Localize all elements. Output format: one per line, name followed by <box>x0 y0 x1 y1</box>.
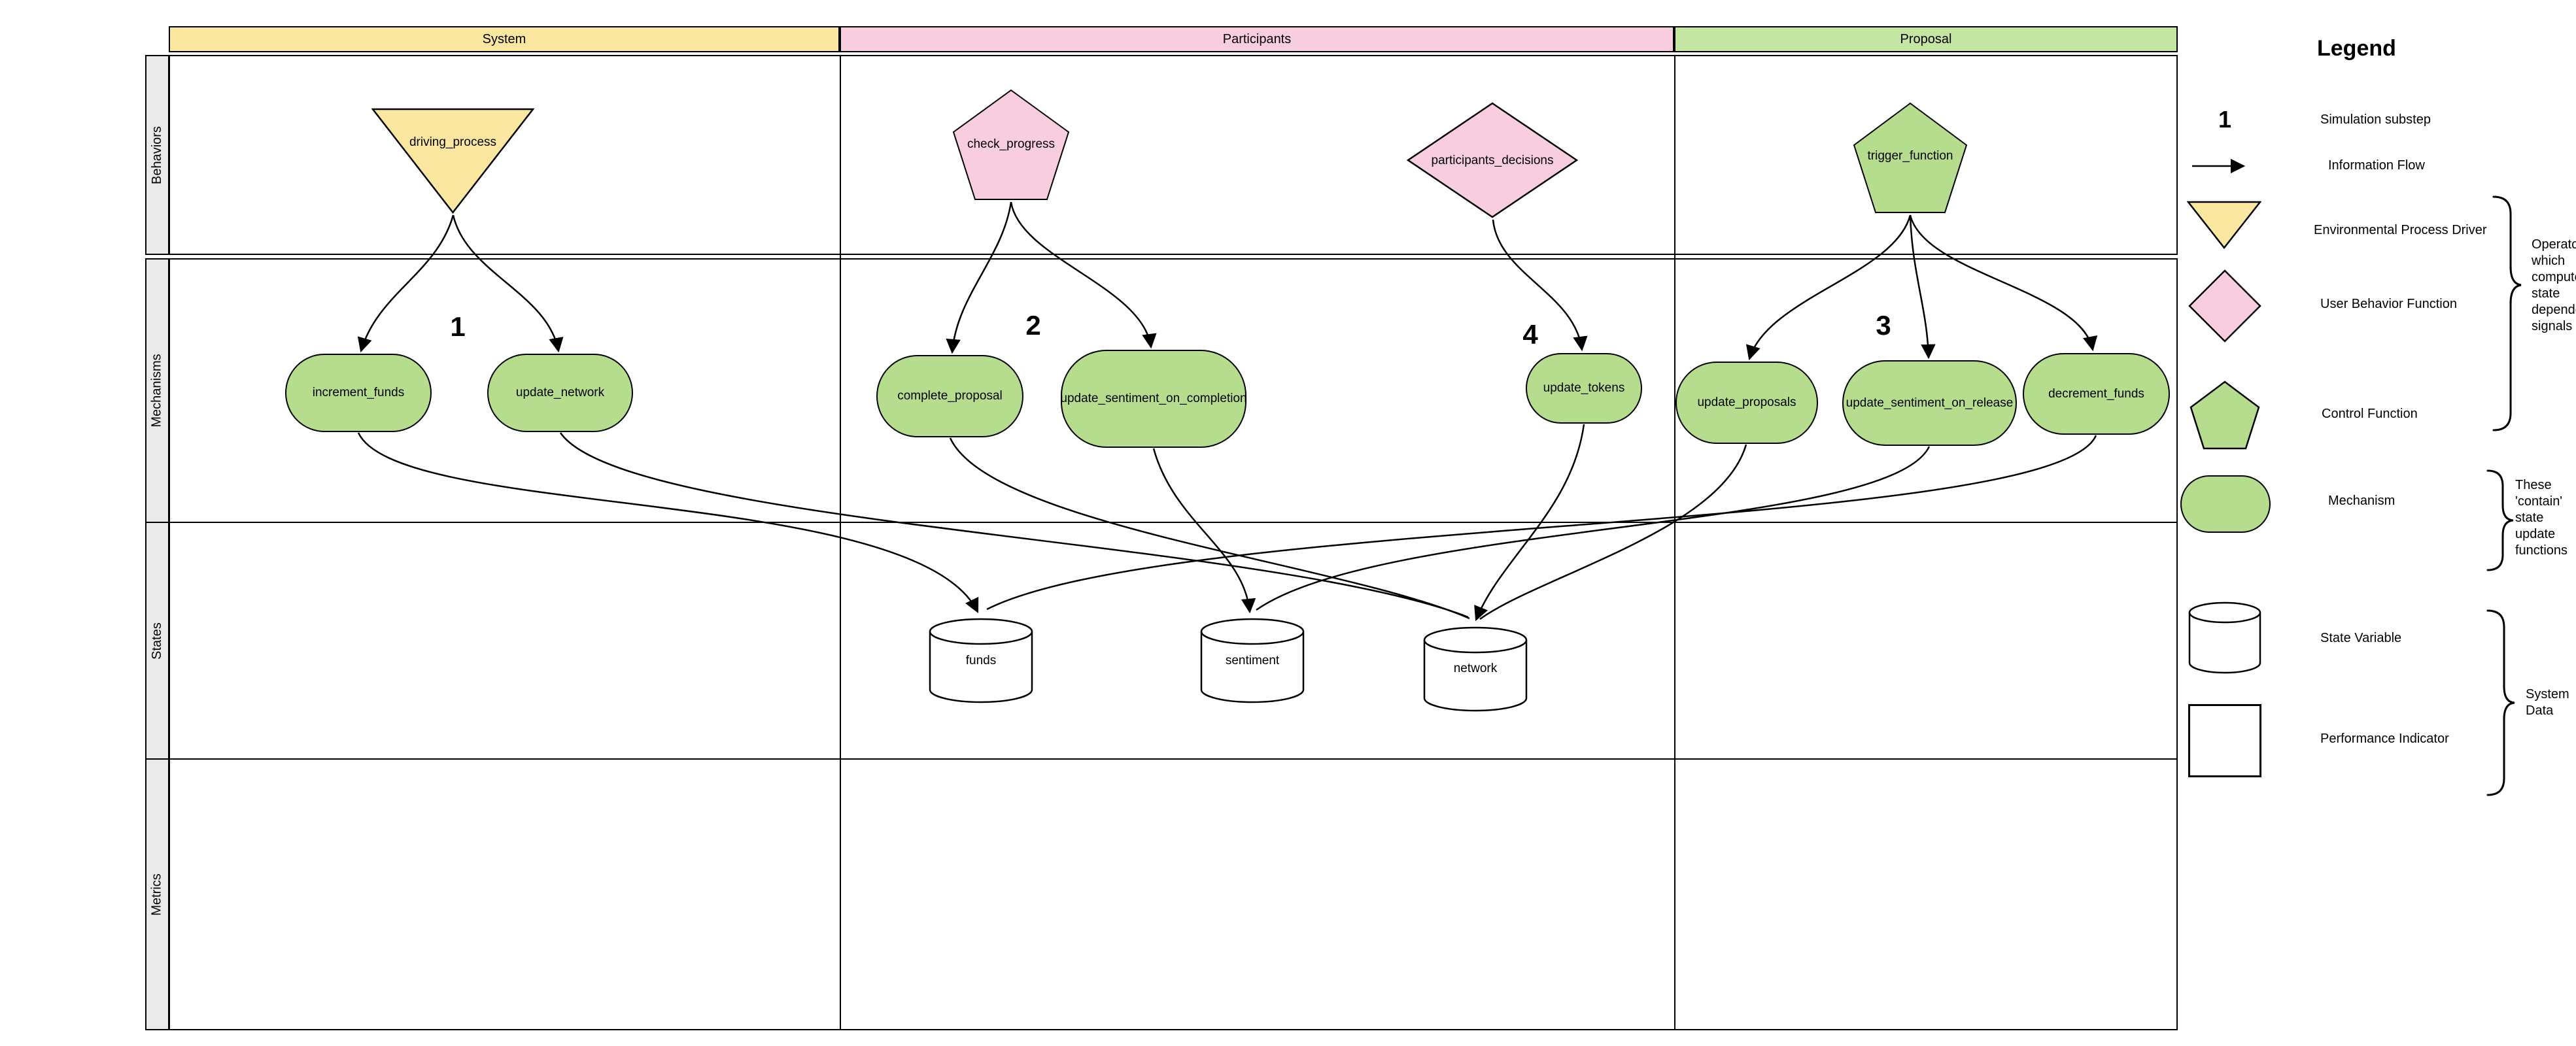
annotation-mechanism-contain: These 'contain' state update functions <box>2515 478 2568 558</box>
divider-system-participants <box>840 55 841 1030</box>
column-header-participants: Participants <box>840 26 1674 52</box>
legend-triangle-down-icon <box>2187 201 2261 249</box>
state-label: sentiment <box>1225 654 1280 667</box>
row-metrics-area <box>169 758 2178 1030</box>
node-label: participants_decisions <box>1431 154 1554 167</box>
column-header-system-label: System <box>482 31 526 46</box>
legend-label-information-flow: Information Flow <box>2328 158 2425 173</box>
annotation-operators: Operators which compute state dependent … <box>2532 237 2576 333</box>
legend-label-state-variable: State Variable <box>2320 631 2402 645</box>
brace-mechanism <box>2486 469 2514 571</box>
substep-number-4: 4 <box>1522 319 1538 350</box>
node-decrement-funds: decrement_funds <box>2023 353 2170 435</box>
node-update-proposals: update_proposals <box>1675 362 1818 444</box>
legend-label-mechanism: Mechanism <box>2328 494 2396 508</box>
node-participants-decisions: participants_decisions <box>1407 102 1578 218</box>
legend-label-control-function: Control Function <box>2322 407 2418 421</box>
annotation-system-data: System Data <box>2526 687 2569 718</box>
substep-number-2: 2 <box>1025 310 1041 341</box>
legend-label-environmental-process-driver: Environmental Process Driver <box>2314 223 2487 237</box>
cylinder-shape <box>1423 626 1528 712</box>
row-label-metrics: Metrics <box>145 758 169 1030</box>
triangle-down-shape <box>371 108 534 214</box>
legend-label-performance-indicator: Performance Indicator <box>2320 732 2449 746</box>
legend-square-icon <box>2188 704 2261 777</box>
legend-title: Legend <box>2317 36 2396 61</box>
brace-operators <box>2492 195 2522 431</box>
legend-label-user-behavior-function: User Behavior Function <box>2320 297 2457 311</box>
legend-substep-number-icon: 1 <box>2218 106 2232 133</box>
row-label-behaviors: Behaviors <box>145 55 169 255</box>
divider-participants-proposal <box>1674 55 1675 1030</box>
row-states-area <box>169 522 2178 760</box>
substep-number-1: 1 <box>450 311 466 342</box>
legend-pill-icon <box>2180 475 2271 533</box>
node-update-network: update_network <box>487 354 633 432</box>
legend-cylinder-icon <box>2188 601 2261 675</box>
cylinder-shape <box>1200 618 1305 703</box>
node-label: driving_process <box>409 135 497 149</box>
node-label: check_progress <box>967 137 1056 151</box>
state-label: funds <box>965 654 997 667</box>
node-funds: funds <box>929 618 1033 704</box>
node-label: trigger_function <box>1867 149 1953 163</box>
column-header-participants-label: Participants <box>1222 31 1292 46</box>
node-driving-process: driving_process <box>371 108 534 214</box>
row-label-states: States <box>145 522 169 760</box>
legend-diamond-icon <box>2188 269 2261 343</box>
node-network: network <box>1423 626 1528 713</box>
node-trigger-function: trigger_function <box>1853 102 1968 214</box>
node-update-sentiment-on-completion: update_sentiment_on_completion <box>1060 350 1247 448</box>
substep-number-3: 3 <box>1876 310 1891 341</box>
column-header-system: System <box>169 26 840 52</box>
node-update-tokens: update_tokens <box>1526 353 1642 424</box>
column-header-proposal: Proposal <box>1674 26 2178 52</box>
pentagon-shape <box>952 89 1070 200</box>
column-header-proposal-label: Proposal <box>1900 31 1952 46</box>
cylinder-shape <box>929 618 1033 703</box>
node-complete-proposal: complete_proposal <box>876 355 1023 437</box>
node-check-progress: check_progress <box>952 89 1070 201</box>
node-sentiment: sentiment <box>1200 618 1305 704</box>
legend-pentagon-icon <box>2190 380 2260 450</box>
brace-system-data <box>2486 609 2515 796</box>
node-increment-funds: increment_funds <box>285 354 432 432</box>
row-label-mechanisms: Mechanisms <box>145 258 169 523</box>
node-update-sentiment-on-release: update_sentiment_on_release <box>1842 360 2017 446</box>
pentagon-shape <box>1853 102 1968 213</box>
state-label: network <box>1453 662 1498 675</box>
diamond-shape <box>1407 102 1578 218</box>
legend-label-simulation-substep: Simulation substep <box>2320 112 2431 127</box>
